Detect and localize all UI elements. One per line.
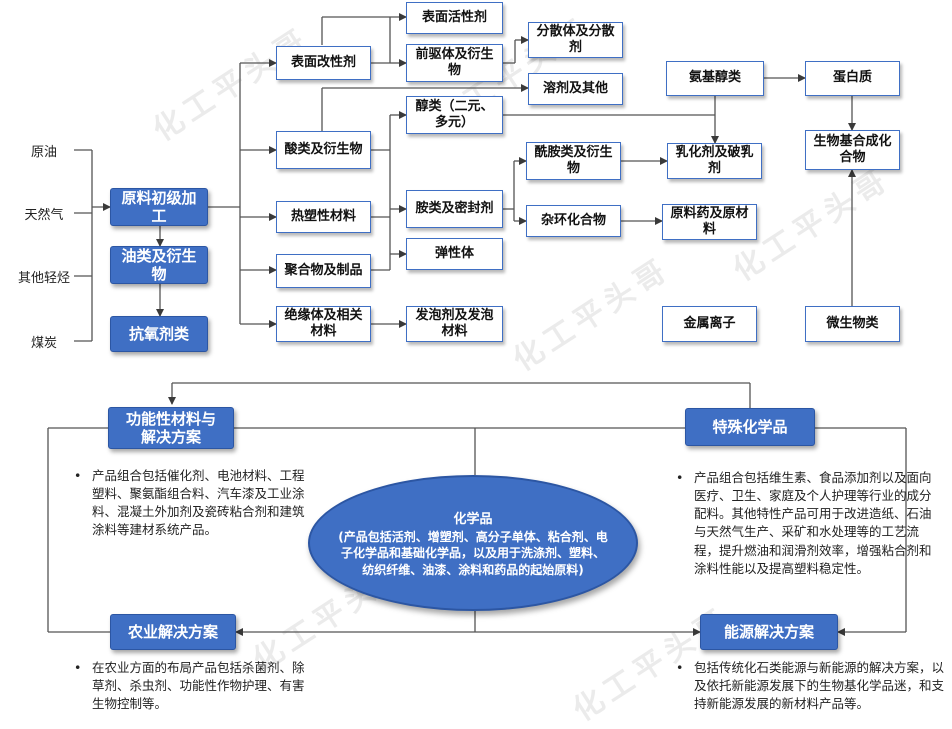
functional-materials-header: 功能性材料与解决方案 bbox=[108, 407, 234, 449]
node-metal-ion: 金属离子 bbox=[662, 306, 757, 342]
node-api: 原料药及原材料 bbox=[662, 204, 757, 240]
agriculture-text: 在农业方面的布局产品包括杀菌剂、除草剂、杀虫剂、功能性作物护理、有害生物控制等。 bbox=[92, 660, 305, 712]
node-biobased: 生物基合成化合物 bbox=[805, 130, 900, 170]
source-light-hydrocarbons: 其他轻烃 bbox=[17, 271, 70, 286]
oils-derivatives-box: 油类及衍生物 bbox=[110, 246, 208, 284]
primary-processing-box: 原料初级加工 bbox=[110, 188, 208, 226]
bullet-icon: • bbox=[676, 470, 684, 485]
node-precursor: 前驱体及衍生物 bbox=[406, 44, 503, 82]
node-acids: 酸类及衍生物 bbox=[276, 131, 371, 169]
node-heterocyclic: 杂环化合物 bbox=[526, 205, 621, 237]
special-chemicals-header: 特殊化学品 bbox=[685, 408, 815, 446]
node-elastomer: 弹性体 bbox=[406, 238, 503, 270]
chemicals-title: 化学品 bbox=[453, 512, 493, 528]
node-emulsifier: 乳化剂及破乳剂 bbox=[667, 143, 762, 179]
functional-description: • 产品组合包括催化剂、电池材料、工程塑料、聚氨酯组合料、汽车漆及工业涂料、混凝… bbox=[72, 467, 312, 540]
node-alcohols: 醇类（二元、多元） bbox=[406, 96, 503, 134]
source-natural-gas: 天然气 bbox=[24, 208, 64, 223]
antioxidants-box: 抗氧剂类 bbox=[110, 316, 208, 352]
node-surface-modifier: 表面改性剂 bbox=[276, 46, 371, 80]
node-amino-alcohol: 氨基醇类 bbox=[666, 61, 764, 96]
chemicals-subtitle: (产品包括活剂、增塑剂、高分子单体、粘合剂、电子化学品和基础化学品，以及用于洗涤… bbox=[338, 530, 608, 577]
node-protein: 蛋白质 bbox=[805, 61, 900, 96]
node-amines: 胺类及密封剂 bbox=[406, 190, 503, 228]
node-dispersant: 分散体及分散剂 bbox=[528, 22, 623, 58]
node-polymers: 聚合物及制品 bbox=[276, 254, 371, 288]
energy-header: 能源解决方案 bbox=[700, 614, 838, 650]
node-thermoplastic: 热塑性材料 bbox=[276, 201, 371, 233]
special-description: • 产品组合包括维生素、食品添加剂以及面向医疗、卫生、家庭及个人护理等行业的成分… bbox=[674, 469, 938, 578]
node-amides: 酰胺类及衍生物 bbox=[526, 142, 621, 180]
source-crude-oil: 原油 bbox=[30, 145, 57, 160]
energy-description: • 包括传统化石类能源与新能源的解决方案，以及依托新能源发展下的生物基化学品迷，… bbox=[674, 659, 944, 713]
node-solvent: 溶剂及其他 bbox=[528, 73, 623, 105]
special-text: 产品组合包括维生素、食品添加剂以及面向医疗、卫生、家庭及个人护理等行业的成分配料… bbox=[694, 470, 932, 576]
chemicals-ellipse: 化学品 (产品包括活剂、增塑剂、高分子单体、粘合剂、电子化学品和基础化学品，以及… bbox=[308, 475, 638, 611]
bullet-icon: • bbox=[74, 660, 82, 675]
node-surfactant: 表面活性剂 bbox=[406, 2, 503, 34]
source-coal: 煤炭 bbox=[30, 336, 57, 351]
functional-text: 产品组合包括催化剂、电池材料、工程塑料、聚氨酯组合料、汽车漆及工业涂料、混凝土外… bbox=[92, 468, 305, 538]
bullet-icon: • bbox=[676, 660, 684, 675]
node-microbes: 微生物类 bbox=[805, 306, 900, 342]
agriculture-header: 农业解决方案 bbox=[110, 614, 236, 650]
node-insulation: 绝缘体及相关材料 bbox=[276, 306, 371, 342]
node-foaming: 发泡剂及发泡材料 bbox=[406, 306, 503, 342]
agriculture-description: • 在农业方面的布局产品包括杀菌剂、除草剂、杀虫剂、功能性作物护理、有害生物控制… bbox=[72, 659, 312, 713]
energy-text: 包括传统化石类能源与新能源的解决方案，以及依托新能源发展下的生物基化学品迷，和支… bbox=[694, 660, 945, 712]
bullet-icon: • bbox=[74, 468, 82, 483]
